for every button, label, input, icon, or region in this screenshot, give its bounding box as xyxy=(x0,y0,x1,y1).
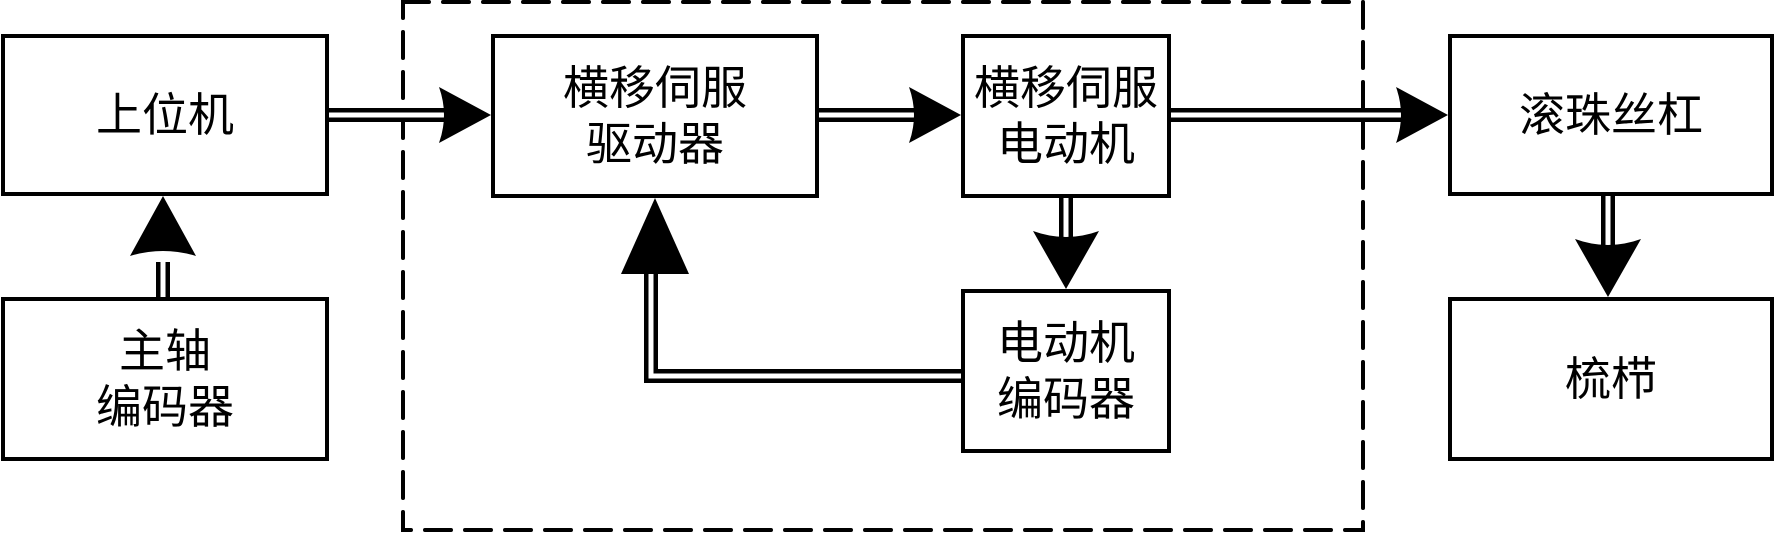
box-frame xyxy=(961,34,1171,198)
box-label: 主轴 xyxy=(119,324,211,378)
arrow-host-to-servo-driver xyxy=(327,87,491,143)
box-label: 上位机 xyxy=(96,88,234,142)
arrow-ball-screw-to-comb xyxy=(1575,194,1641,297)
box-label: 电动机 xyxy=(997,117,1135,171)
box-frame xyxy=(1448,34,1774,196)
box-frame xyxy=(491,34,819,198)
arrow-servo-motor-to-motor-encoder xyxy=(1033,196,1099,289)
arrow-motor-encoder-to-servo-driver xyxy=(621,198,963,383)
arrow-servo-motor-to-ball-screw xyxy=(1169,87,1448,143)
arrowhead xyxy=(130,196,196,256)
box-label: 梳栉 xyxy=(1565,352,1657,406)
arrowhead xyxy=(621,198,689,274)
box-label: 横移伺服 xyxy=(974,61,1158,115)
arrowhead xyxy=(1396,87,1448,143)
box-label: 编码器 xyxy=(997,372,1135,426)
box-label: 编码器 xyxy=(96,380,234,434)
box-label: 驱动器 xyxy=(586,117,724,171)
box-comb: 梳栉 xyxy=(1448,297,1774,461)
arrowhead xyxy=(439,87,491,143)
box-frame xyxy=(1,34,329,196)
arrowhead xyxy=(1575,239,1641,297)
box-label: 电动机 xyxy=(997,316,1135,370)
arrow-servo-driver-to-servo-motor xyxy=(817,87,961,143)
arrowhead xyxy=(909,87,961,143)
box-frame xyxy=(1448,297,1774,461)
arrow-spindle-encoder-to-host xyxy=(130,196,196,299)
arrowhead xyxy=(1033,231,1099,289)
servo-system-boundary xyxy=(401,0,1365,532)
box-label: 横移伺服 xyxy=(563,61,747,115)
box-ball-screw: 滚珠丝杠 xyxy=(1448,34,1774,196)
box-frame xyxy=(1,297,329,461)
box-label: 滚珠丝杠 xyxy=(1519,88,1703,142)
box-frame xyxy=(961,289,1171,453)
box-host: 上位机 xyxy=(1,34,329,196)
